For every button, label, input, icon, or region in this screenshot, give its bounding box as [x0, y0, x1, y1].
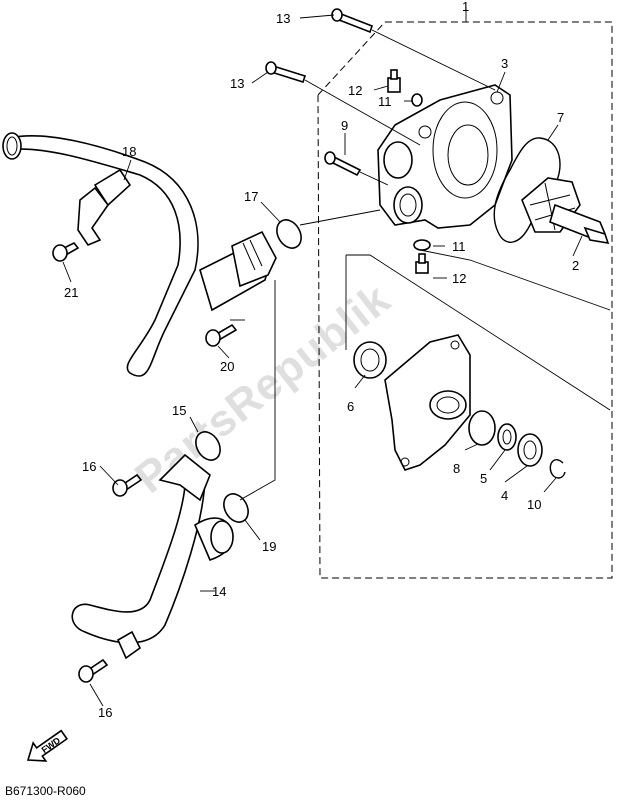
callout-21: 21 [64, 285, 78, 300]
gasket-7 [493, 137, 561, 243]
callout-13-upper: 13 [276, 11, 290, 26]
callout-14: 14 [212, 584, 226, 599]
bolt-20 [205, 323, 238, 347]
assembly-boundary [317, 21, 613, 579]
callout-6: 6 [347, 399, 354, 414]
pump-housing-3 [377, 84, 513, 229]
callout-2: 2 [572, 258, 579, 273]
callouts: 1 2 3 4 5 6 7 8 9 10 11 11 12 12 13 13 1… [64, 0, 579, 720]
bolt-16-upper [112, 473, 143, 497]
callout-5: 5 [480, 471, 487, 486]
callout-19: 19 [262, 539, 276, 554]
oring-8 [468, 410, 496, 446]
callout-9: 9 [341, 118, 348, 133]
lower-pipe-14 [71, 453, 234, 660]
callout-16-lower: 16 [98, 705, 112, 720]
callout-7: 7 [557, 110, 564, 125]
bearing-4 [517, 433, 543, 467]
leader-lines [62, 7, 583, 707]
bolt-16-lower [78, 658, 109, 683]
washer-11-lower [413, 239, 431, 251]
callout-17: 17 [244, 189, 258, 204]
oring-15 [195, 431, 221, 461]
upper-pipe-18 [2, 132, 277, 377]
callout-8: 8 [453, 461, 460, 476]
callout-13-lower: 13 [230, 76, 244, 91]
callout-3: 3 [501, 56, 508, 71]
fwd-arrow-icon: FWD [26, 729, 69, 762]
callout-12-upper: 12 [348, 83, 362, 98]
callout-18: 18 [122, 144, 136, 159]
pump-cover [384, 334, 471, 471]
reference-code: B671300-R060 [5, 784, 86, 798]
callout-1: 1 [462, 0, 469, 14]
bolt-13-upper [331, 8, 373, 34]
circlip-10 [549, 459, 566, 479]
callout-16-upper: 16 [82, 459, 96, 474]
bolt-12-lower [415, 253, 429, 274]
callout-10: 10 [527, 497, 541, 512]
callout-15: 15 [172, 403, 186, 418]
callout-20: 20 [220, 359, 234, 374]
guide-lines [230, 29, 611, 501]
washer-11-upper [411, 93, 423, 107]
oring-19 [223, 493, 249, 523]
seal-6 [353, 341, 387, 379]
bolt-12-upper [387, 69, 401, 93]
impeller-shaft-2 [521, 177, 610, 245]
bolt-9 [324, 151, 362, 177]
callout-12-lower: 12 [452, 271, 466, 286]
callout-4: 4 [501, 488, 508, 503]
oil-seal-5 [497, 423, 517, 451]
bolt-13-lower [265, 61, 307, 83]
bolt-21 [52, 241, 80, 262]
oring-17 [276, 219, 302, 249]
callout-11-lower: 11 [452, 239, 466, 254]
callout-11-upper: 11 [378, 94, 392, 109]
